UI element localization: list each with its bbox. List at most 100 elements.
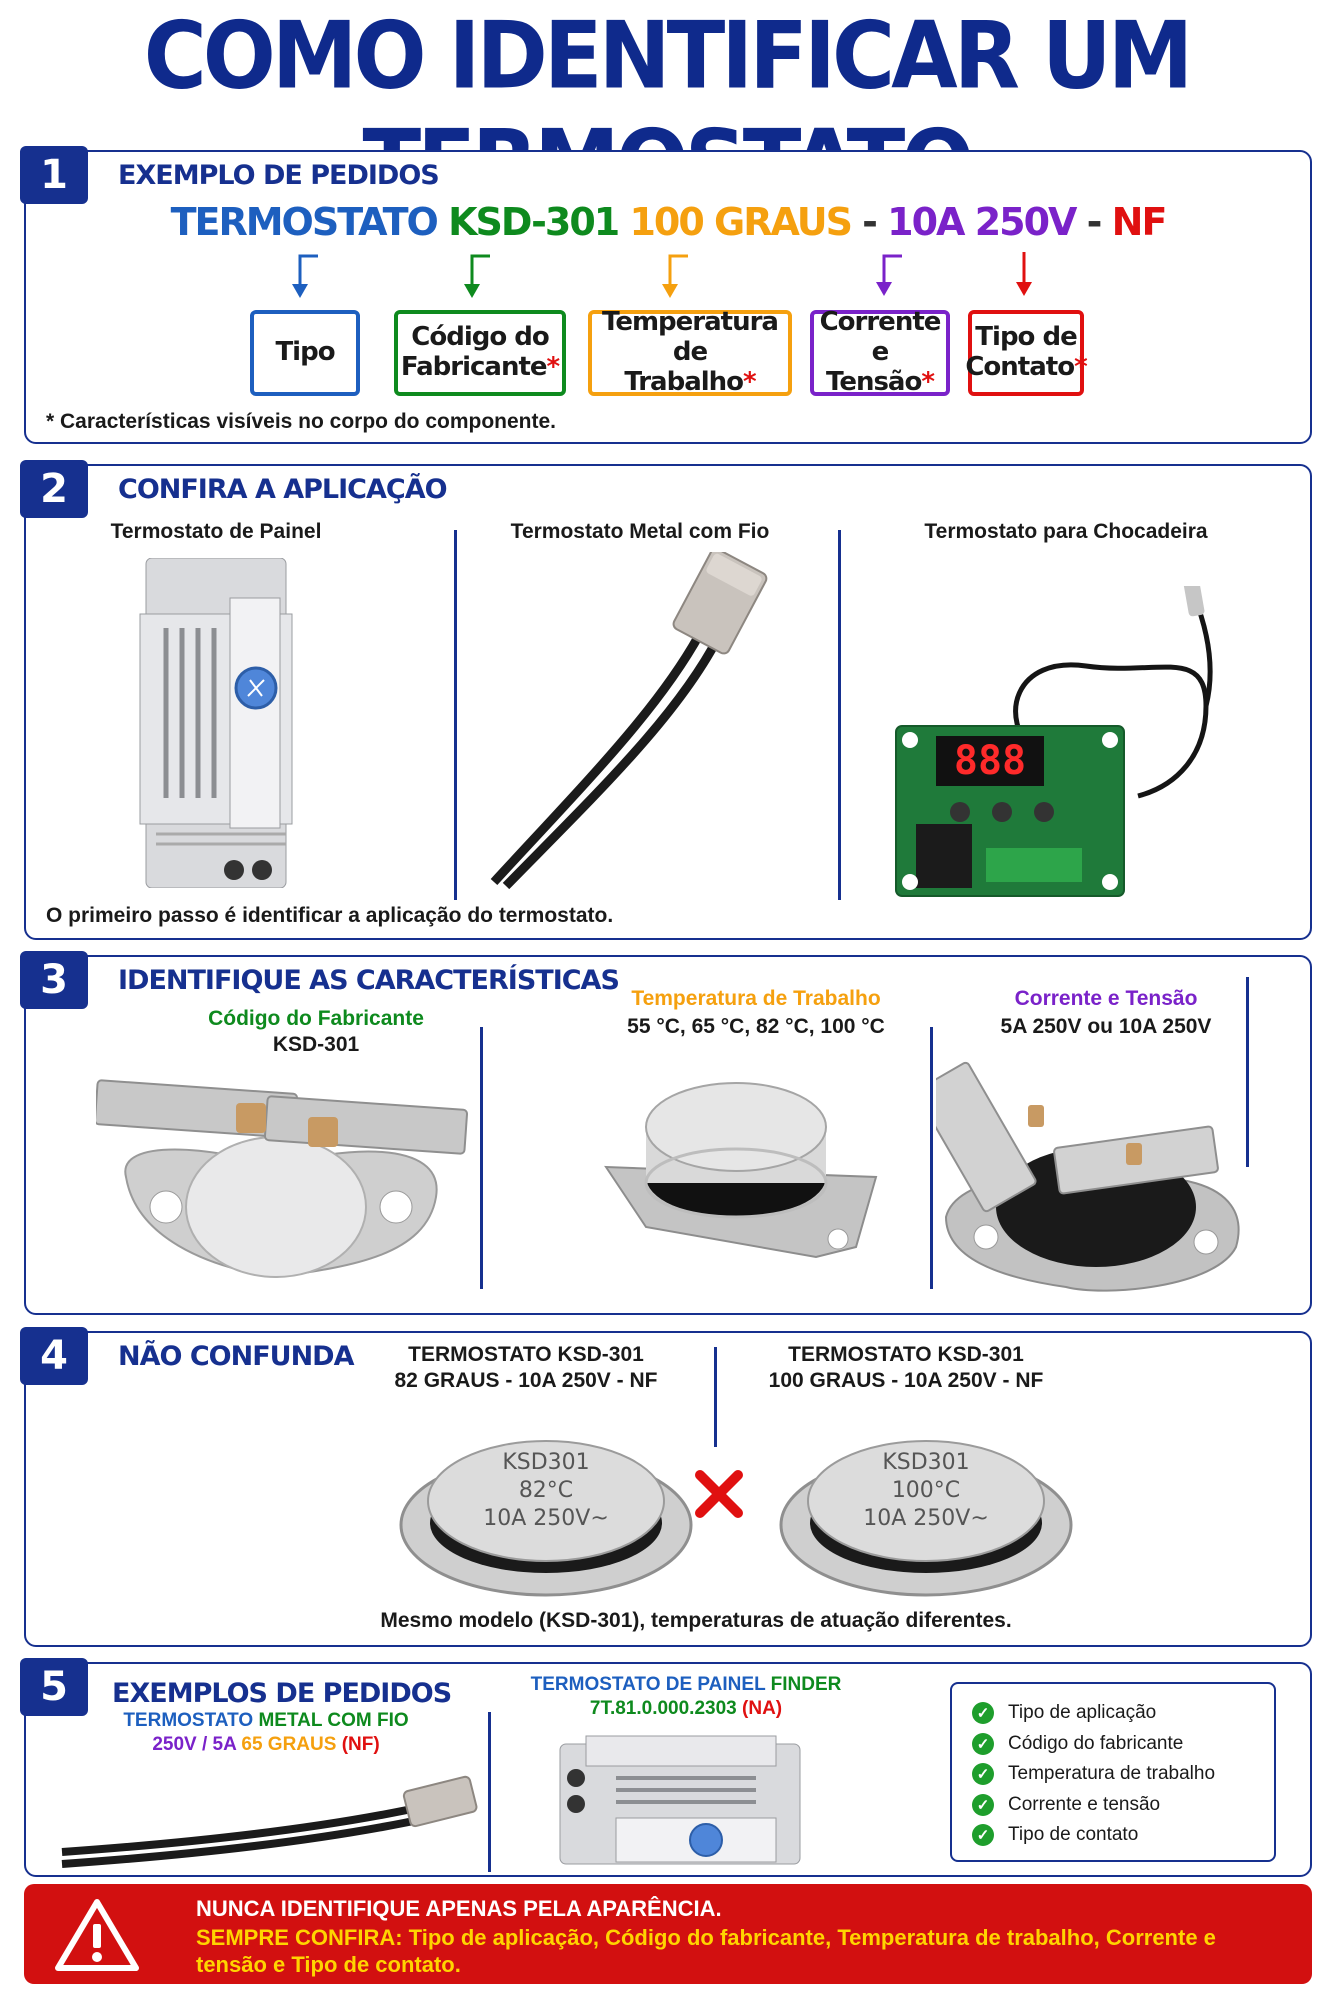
box-label: Trabalho — [624, 366, 744, 397]
box-label: Tensão — [826, 366, 922, 397]
column-label-chocadeira: Termostato para Chocadeira — [924, 520, 1208, 543]
column-divider — [930, 1027, 933, 1289]
order-current: 10A 250V — [887, 200, 1077, 244]
incubator-thermostat-image: 888 — [895, 586, 1213, 897]
section-number: 3 — [20, 951, 88, 1009]
check-icon: ✓ — [972, 1793, 994, 1816]
box-label: Código do — [411, 322, 549, 353]
order-type: TERMOSTATO — [170, 200, 439, 244]
order-temp: 100 GRAUS — [629, 200, 852, 244]
manufacturer-code-label: Código do Fabricante — [208, 1007, 424, 1030]
stamp-temp: 100°C — [892, 1478, 960, 1503]
checklist-item: ✓ Temperatura de trabalho — [972, 1759, 1254, 1790]
box-tipo: Tipo — [250, 310, 360, 396]
box-label: Tipo de — [975, 322, 1077, 353]
arrow-down-icon — [1016, 252, 1032, 296]
example-text: (NA) — [742, 1698, 783, 1719]
order-contact: NF — [1111, 200, 1168, 244]
left-model-line2: 82 GRAUS - 10A 250V - NF — [394, 1369, 658, 1392]
stamp-model: KSD301 — [502, 1450, 589, 1475]
example-text: TERMOSTATO DE PAINEL — [530, 1674, 771, 1695]
right-model-line1: TERMOSTATO KSD-301 — [788, 1343, 1024, 1366]
stamp-model: KSD301 — [882, 1450, 969, 1475]
asterisk-icon: * — [546, 352, 561, 382]
current-voltage-value: 5A 250V ou 10A 250V — [1000, 1015, 1212, 1038]
panel-thermostat-image — [139, 558, 293, 888]
application-note: O primeiro passo é identificar a aplicaç… — [46, 904, 614, 927]
arrow-down-icon — [464, 254, 490, 298]
section-title: NÃO CONFUNDA — [118, 1341, 354, 1372]
section-characteristics: 3 IDENTIFIQUE AS CARACTERÍSTICAS Código … — [20, 951, 1312, 1315]
ksd301-100c-image: KSD301 100°C 10A 250V~ — [779, 1440, 1073, 1597]
x-mark-icon — [695, 1470, 743, 1518]
warning-banner: NUNCA IDENTIFIQUE APENAS PELA APARÊNCIA.… — [24, 1884, 1312, 1984]
asterisk-icon: * — [743, 366, 757, 397]
checklist-item: ✓ Corrente e tensão — [972, 1790, 1254, 1821]
stamp-temp: 82°C — [519, 1478, 573, 1503]
section-application: 2 CONFIRA A APLICAÇÃO Termostato de Pain… — [20, 460, 1312, 940]
display-digits: 888 — [954, 738, 1026, 784]
order-separator: - — [1075, 200, 1112, 244]
working-temp-label: Temperatura de Trabalho — [631, 987, 881, 1010]
example-text: TERMOSTATO — [123, 1710, 259, 1731]
stamp-rating: 10A 250V~ — [863, 1506, 989, 1531]
checklist-label: Corrente e tensão — [1008, 1793, 1161, 1815]
ksd301-82c-image: KSD301 82°C 10A 250V~ — [399, 1440, 693, 1597]
arrow-down-icon — [876, 254, 902, 296]
warning-line2: SEMPRE CONFIRA: Tipo de aplicação, Códig… — [196, 1924, 1286, 1978]
check-icon: ✓ — [972, 1732, 994, 1755]
box-label: Tipo — [275, 337, 335, 368]
right-model-line2: 100 GRAUS - 10A 250V - NF — [768, 1369, 1044, 1392]
section-number: 2 — [20, 460, 88, 518]
example2-line2: 7T.81.0.000.2303 (NA) — [496, 1698, 876, 1720]
section-number: 5 — [20, 1658, 88, 1716]
check-icon: ✓ — [972, 1824, 994, 1847]
ksd301-side-image — [604, 1082, 878, 1259]
asterisk-icon: * — [1074, 352, 1088, 382]
example1-line2: 250V / 5A 65 GRAUS (NF) — [116, 1734, 416, 1756]
checklist-label: Temperatura de trabalho — [1008, 1763, 1216, 1785]
example-text: FINDER — [770, 1674, 842, 1695]
manufacturer-code-value: KSD-301 — [272, 1033, 360, 1056]
arrow-down-icon — [662, 254, 688, 298]
checklist-label: Tipo de aplicação — [1008, 1702, 1157, 1724]
checklist-label: Código do fabricante — [1008, 1732, 1184, 1754]
current-voltage-label: Corrente e Tensão — [1014, 987, 1198, 1010]
working-temp-value: 55 °C, 65 °C, 82 °C, 100 °C — [627, 1015, 885, 1038]
order-example-line: TERMOSTATO KSD-301 100 GRAUS - 10A 250V … — [26, 200, 1310, 244]
ksd301-component-image — [96, 1079, 469, 1279]
box-label: Contato — [965, 352, 1075, 382]
example-text: 65 GRAUS — [241, 1734, 342, 1755]
warning-line1: NUNCA IDENTIFIQUE APENAS PELA APARÊNCIA. — [196, 1896, 722, 1921]
checklist-item: ✓ Código do fabricante — [972, 1729, 1254, 1760]
section-title: EXEMPLOS DE PEDIDOS — [112, 1678, 452, 1709]
example1-line1: TERMOSTATO METAL COM FIO — [116, 1710, 416, 1732]
footnote: * Características visíveis no corpo do c… — [46, 410, 556, 433]
column-divider — [1246, 977, 1249, 1167]
dont-confuse-caption: Mesmo modelo (KSD-301), temperaturas de … — [380, 1609, 1012, 1632]
check-icon: ✓ — [972, 1763, 994, 1786]
checklist-box: ✓Tipo de aplicação ✓Código do fabricante… — [950, 1682, 1276, 1862]
ksd301-black-image — [936, 1061, 1240, 1292]
column-divider — [714, 1347, 717, 1447]
example-text: METAL COM FIO — [258, 1710, 409, 1731]
left-model-line1: TERMOSTATO KSD-301 — [408, 1343, 644, 1366]
example-text: (NF) — [341, 1734, 380, 1755]
section-dont-confuse: 4 NÃO CONFUNDA TERMOSTATO KSD-301 82 GRA… — [20, 1327, 1312, 1647]
column-divider — [454, 530, 457, 900]
box-label: Corrente e — [819, 307, 942, 368]
example-text: 250V / 5A — [152, 1734, 242, 1755]
box-label: Fabricante — [400, 352, 548, 382]
section-title: IDENTIFIQUE AS CARACTERÍSTICAS — [118, 965, 620, 996]
order-code: KSD-301 — [448, 200, 620, 244]
example-text: 7T.81.0.000.2303 — [589, 1698, 743, 1719]
checklist-item: ✓Tipo de aplicação — [972, 1698, 1254, 1729]
column-divider — [480, 1027, 483, 1289]
column-label-metal-fio: Termostato Metal com Fio — [510, 520, 770, 543]
example2-line1: TERMOSTATO DE PAINEL FINDER — [496, 1674, 876, 1696]
section-title: CONFIRA A APLICAÇÃO — [118, 474, 448, 505]
